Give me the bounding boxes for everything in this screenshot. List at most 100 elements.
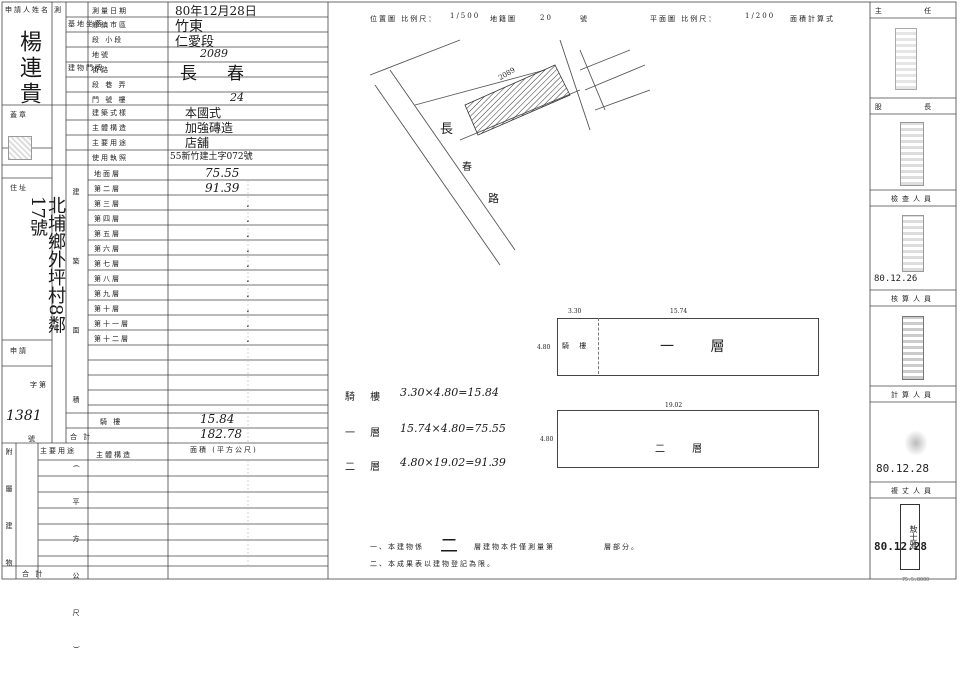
applicant-name: 楊連貴 [16,30,41,108]
corridor-value: 15.84 [200,412,235,426]
note1-value: 二 [440,536,458,557]
floor-label: 第四層 [94,215,121,223]
lane-label: 段 巷 弄 [92,81,128,89]
street-char-1: 長 [440,122,454,137]
floor-label: 第十一層 [94,320,130,328]
floor-label: 第十層 [94,305,121,313]
info-row-value: 本國式 [185,106,222,120]
area-label: 建 築 面 積 (平方公尺) [72,188,80,678]
map-sheet-no: 20 [540,14,553,22]
applicant-seal-stamp [8,136,32,160]
floor-scale: 1/200 [745,12,776,20]
inspector-date: 80.12.26 [874,274,918,284]
calc-line-formula: 15.74×4.80=75.55 [400,422,506,435]
applicant-no-label2: 字第 [30,381,48,389]
survey-date-label-col: 測 [54,6,63,14]
info-row-label: 主要用途 [92,139,128,147]
number-value: 24 [230,91,244,104]
floor-area-value: . [246,226,250,240]
floor-label: 地面層 [94,170,121,178]
street-value: 長春 [180,64,274,84]
applicant-no-label3: 號 [28,435,37,443]
floor-area-value: . [246,196,250,210]
seal-label: 蓋章 [10,111,28,119]
floor-area-value: . [246,316,250,330]
corridor-plan-label: 騎 樓 [562,342,591,350]
street-char-2: 春 [462,162,472,173]
annex-total-label: 合 計 [22,570,45,578]
annex-label: 附屬建物 [5,448,13,596]
checker-label: 核算人員 [891,295,935,303]
form-grid-lines [1,1,957,580]
surveyor-seal-stamp: 敖士雅 [900,504,920,570]
director-seal-stamp [895,28,917,90]
dim-top2: 15.74 [670,308,688,315]
section-label: 段 小段 [92,36,124,44]
surveyor-label: 複丈人員 [891,487,935,495]
township-value: 竹東 [175,19,203,35]
floor-label: 第六層 [94,245,121,253]
inspector-label: 檢查人員 [891,195,935,203]
location-scale: 1/500 [450,12,481,20]
annex-use-label: 主要用途 [40,447,76,455]
calc-line-label: 二 層 [345,462,387,473]
location-sketch [369,39,650,266]
info-row-label: 使用執照 [92,154,128,162]
area-calc-label: 面積計算式 [790,15,835,23]
floor-label: 第七層 [94,260,121,268]
note1-suffix: 層部分。 [604,543,640,551]
dim-top1: 3.30 [568,308,582,315]
info-row-label: 建築式樣 [92,109,128,117]
inspector-seal-stamp [902,215,924,272]
dim-side1: 4.80 [537,344,551,351]
floor-area-value: 91.39 [205,181,240,195]
total-value: 182.78 [200,427,242,441]
section-chief-label: 股 長 [874,103,952,111]
floor-label: 第五層 [94,230,121,238]
building-site-hatch [464,64,571,136]
dim-side2: 4.80 [540,436,554,443]
survey-date-value: 80年12月28日 [175,4,257,18]
floor-label: 第九層 [94,290,121,298]
floor-label: 第三層 [94,200,121,208]
address-label: 住址 [10,184,28,192]
floor-label: 第十二層 [94,335,130,343]
floor-plan-label: 平面圖 比例尺： [650,15,718,23]
total-label: 合 計 [70,433,93,441]
calc-line-label: 騎 樓 [345,392,387,403]
calculator-label: 計算人員 [891,391,935,399]
calc-line-label: 一 層 [345,428,387,439]
lot-value: 2089 [200,47,228,60]
calc-line-formula: 4.80×19.02=91.39 [400,456,506,469]
section-value: 仁愛段 [175,35,215,50]
floor-area-value: 75.55 [205,166,240,180]
floor-area-value: . [246,211,250,225]
number-label: 門 號 樓 [92,96,128,104]
floor1-plan-rect [557,318,819,376]
applicant-no-value: 1381 [6,408,42,424]
calc-line-formula: 3.30×4.80=15.84 [400,386,499,399]
corridor-divider [598,318,599,374]
township-label: 鄉鎮市區 [92,21,128,29]
floor-label: 第二層 [94,185,121,193]
floor1-label: 一 層 [660,339,741,355]
survey-date-label: 測量日期 [92,7,128,15]
floor-area-value: . [246,331,250,345]
calculator-seal-stamp [904,430,928,456]
note1-mid: 層建物本件僅測量第 [474,543,555,551]
map-sheet-label: 地籍圖 [490,15,517,23]
note2: 二、本成果表以建物登記為限。 [370,560,496,568]
lot-label: 地號 [92,51,110,59]
floor-area-value: . [246,256,250,270]
site-label: 基地坐落 [68,20,104,28]
doorplate-label: 建物門牌 [68,64,104,72]
checker-seal-stamp [902,316,924,380]
floor2-label: 二 層 [655,444,715,455]
applicant-no-label: 申請 [10,347,28,355]
footer-code: 75.5.8000 [902,577,930,583]
address-value: 北埔鄉外坪村8鄰17號 [27,196,66,334]
map-sheet-suffix: 號 [580,15,589,23]
floor-area-value: . [246,286,250,300]
floor-label: 第八層 [94,275,121,283]
